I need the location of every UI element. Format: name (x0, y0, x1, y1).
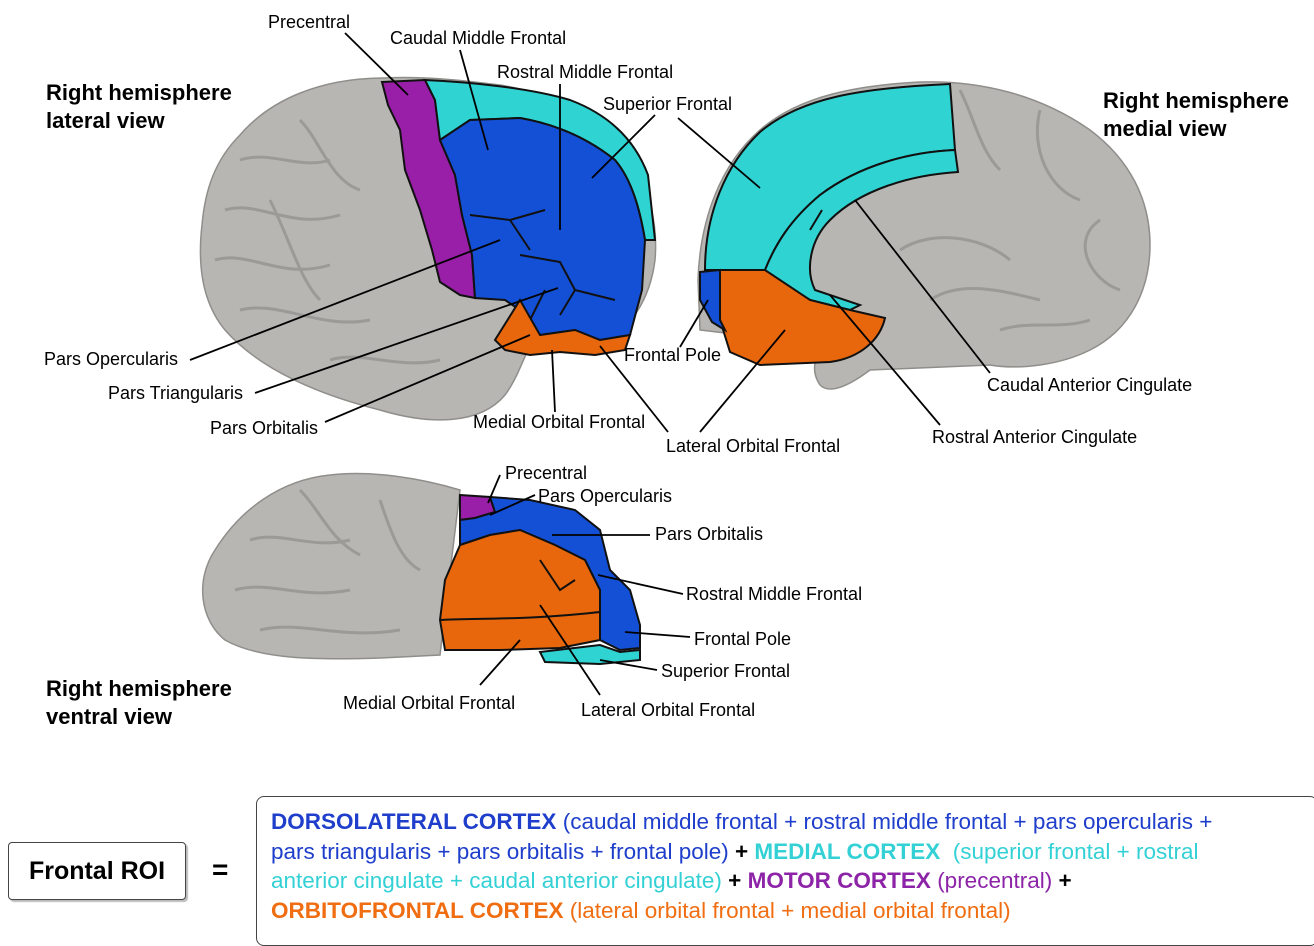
label-lat-caudal-middle-frontal: Caudal Middle Frontal (390, 28, 566, 48)
lateral-brain (200, 77, 655, 419)
equals-sign: = (212, 854, 228, 886)
dorsolateral-detail-1: (caudal middle frontal + rostral middle … (563, 809, 1213, 834)
plus-sign-3: + (1059, 868, 1072, 893)
label-lat-pars-triangularis: Pars Triangularis (108, 383, 243, 403)
ofc-detail: (lateral orbital frontal + medial orbita… (570, 898, 1011, 923)
label-med-caudal-anterior-cingulate: Caudal Anterior Cingulate (987, 375, 1192, 395)
medial-view-title-line2: medial view (1103, 115, 1289, 143)
plus-sign-1: + (735, 839, 748, 864)
ventral-view-title-line1: Right hemisphere (46, 675, 232, 703)
ventral-view-title: Right hemisphere ventral view (46, 675, 232, 731)
leader-lat-medial-orbital (552, 350, 555, 412)
lateral-view-title: Right hemisphere lateral view (46, 79, 232, 135)
motor-detail: (precentral) (937, 868, 1052, 893)
plus-sign-2: + (728, 868, 741, 893)
label-ven-precentral: Precentral (505, 463, 587, 483)
lateral-view-title-line2: lateral view (46, 107, 232, 135)
label-ven-superior-frontal: Superior Frontal (661, 661, 790, 681)
label-ven-frontal-pole: Frontal Pole (694, 629, 791, 649)
lateral-view-title-line1: Right hemisphere (46, 79, 232, 107)
label-lat-pars-opercularis: Pars Opercularis (44, 349, 178, 369)
label-med-frontal-pole: Frontal Pole (624, 345, 721, 365)
label-ven-medial-orbital-frontal: Medial Orbital Frontal (343, 693, 515, 713)
roi-definition-box: DORSOLATERAL CORTEX (caudal middle front… (256, 796, 1314, 946)
label-lat-superior-frontal: Superior Frontal (603, 94, 732, 114)
medial-name: MEDIAL CORTEX (754, 839, 940, 864)
frontal-roi-box: Frontal ROI (8, 842, 186, 900)
label-ven-pars-opercularis: Pars Opercularis (538, 486, 672, 506)
medial-view-title: Right hemisphere medial view (1103, 87, 1289, 143)
ventral-view-title-line2: ventral view (46, 703, 232, 731)
label-lat-lateral-orbital-frontal: Lateral Orbital Frontal (666, 436, 840, 456)
label-lat-rostral-middle-frontal: Rostral Middle Frontal (497, 62, 673, 82)
motor-name: MOTOR CORTEX (748, 868, 931, 893)
dorsolateral-detail-2: pars triangularis + pars orbitalis + fro… (271, 839, 729, 864)
medial-brain (698, 82, 1150, 389)
label-ven-lateral-orbital-frontal: Lateral Orbital Frontal (581, 700, 755, 720)
medial-view-title-line1: Right hemisphere (1103, 87, 1289, 115)
ofc-name: ORBITOFRONTAL CORTEX (271, 898, 564, 923)
medial-detail-2: anterior cingulate + caudal anterior cin… (271, 868, 722, 893)
label-med-rostral-anterior-cingulate: Rostral Anterior Cingulate (932, 427, 1137, 447)
label-ven-rostral-middle-frontal: Rostral Middle Frontal (686, 584, 862, 604)
label-lat-medial-orbital-frontal: Medial Orbital Frontal (473, 412, 645, 432)
label-lat-precentral: Precentral (268, 12, 350, 32)
medial-detail-1: (superior frontal + rostral (953, 839, 1199, 864)
label-lat-pars-orbitalis: Pars Orbitalis (210, 418, 318, 438)
label-ven-pars-orbitalis: Pars Orbitalis (655, 524, 763, 544)
dorsolateral-name: DORSOLATERAL CORTEX (271, 809, 556, 834)
frontal-roi-label: Frontal ROI (29, 857, 165, 886)
